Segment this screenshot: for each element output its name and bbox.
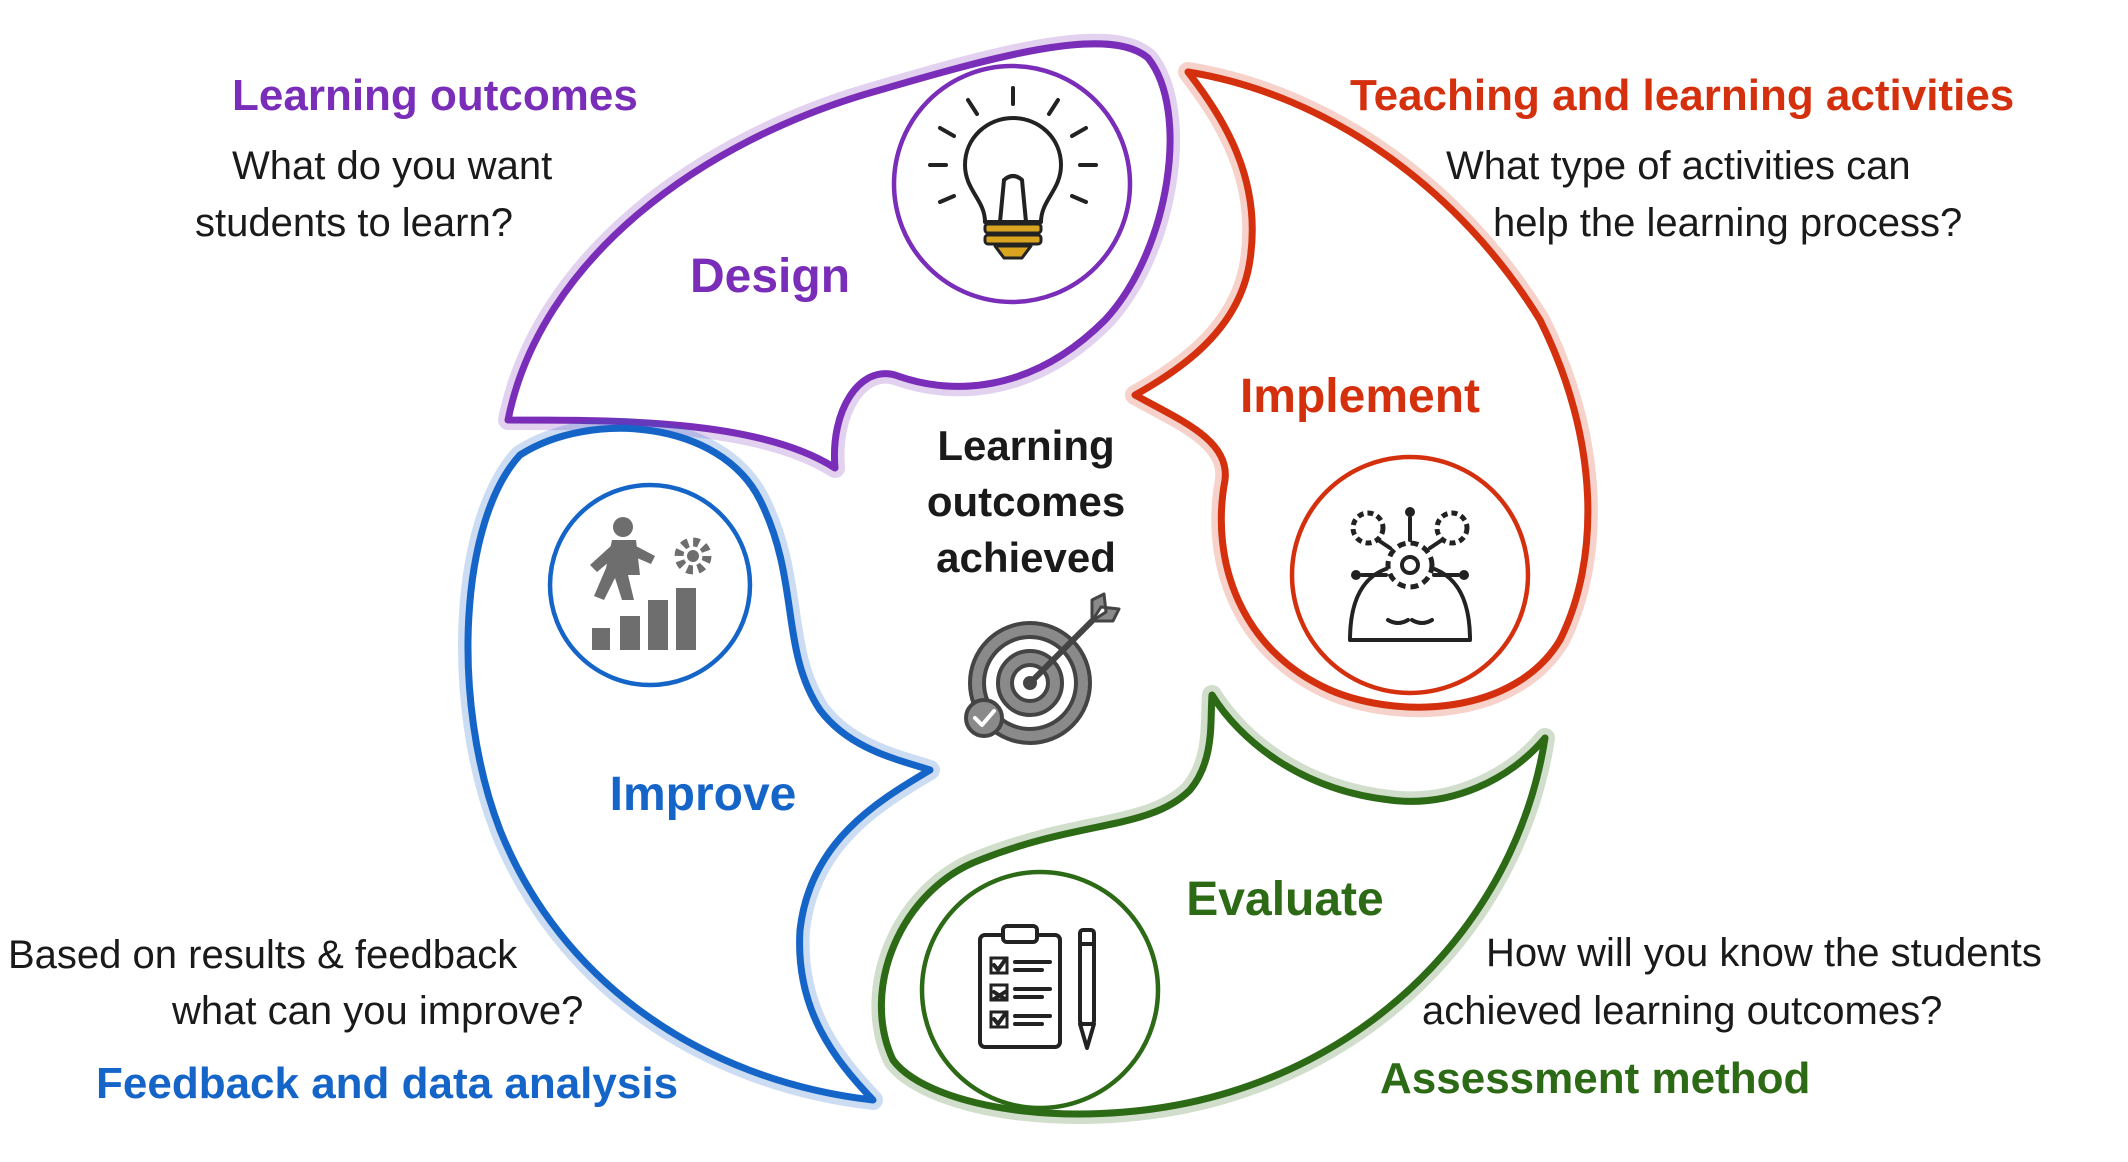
head-gears-icon [1348, 507, 1472, 642]
center-line-3: achieved [936, 534, 1116, 581]
improve-heading: Feedback and data analysis [96, 1059, 678, 1108]
target-icon [964, 592, 1121, 745]
center-label: Learning outcomes achieved [927, 422, 1125, 581]
center-line-2: outcomes [927, 478, 1125, 525]
design-icon-badge [891, 63, 1133, 305]
evaluate-question-line-2: achieved learning outcomes? [1422, 989, 1942, 1033]
evaluate-heading: Assessment method [1380, 1054, 1810, 1103]
growth-steps-icon [590, 517, 712, 650]
evaluate-icon-badge [919, 869, 1161, 1111]
implement-stage-label: Implement [1240, 370, 1480, 423]
evaluate-question-line-1: How will you know the students [1486, 931, 2042, 975]
improve-stage-label: Improve [610, 768, 797, 821]
implement-icon-badge [1289, 454, 1531, 696]
center-line-1: Learning [937, 422, 1114, 469]
improve-question-line-2: what can you improve? [171, 989, 583, 1033]
implement-question-line-2: help the learning process? [1493, 201, 1962, 245]
implement-heading: Teaching and learning activities [1350, 71, 2014, 120]
checklist-icon [978, 924, 1096, 1050]
design-question-line-2: students to learn? [195, 201, 513, 245]
design-question-line-1: What do you want [232, 144, 552, 188]
improve-question-line-1: Based on results & feedback [8, 933, 518, 977]
improve-icon-badge [547, 482, 753, 688]
design-heading: Learning outcomes [232, 71, 638, 120]
design-stage-label: Design [690, 250, 850, 303]
evaluate-stage-label: Evaluate [1186, 873, 1383, 926]
implement-question-line-1: What type of activities can [1446, 144, 1911, 188]
lightbulb-icon [928, 86, 1098, 260]
